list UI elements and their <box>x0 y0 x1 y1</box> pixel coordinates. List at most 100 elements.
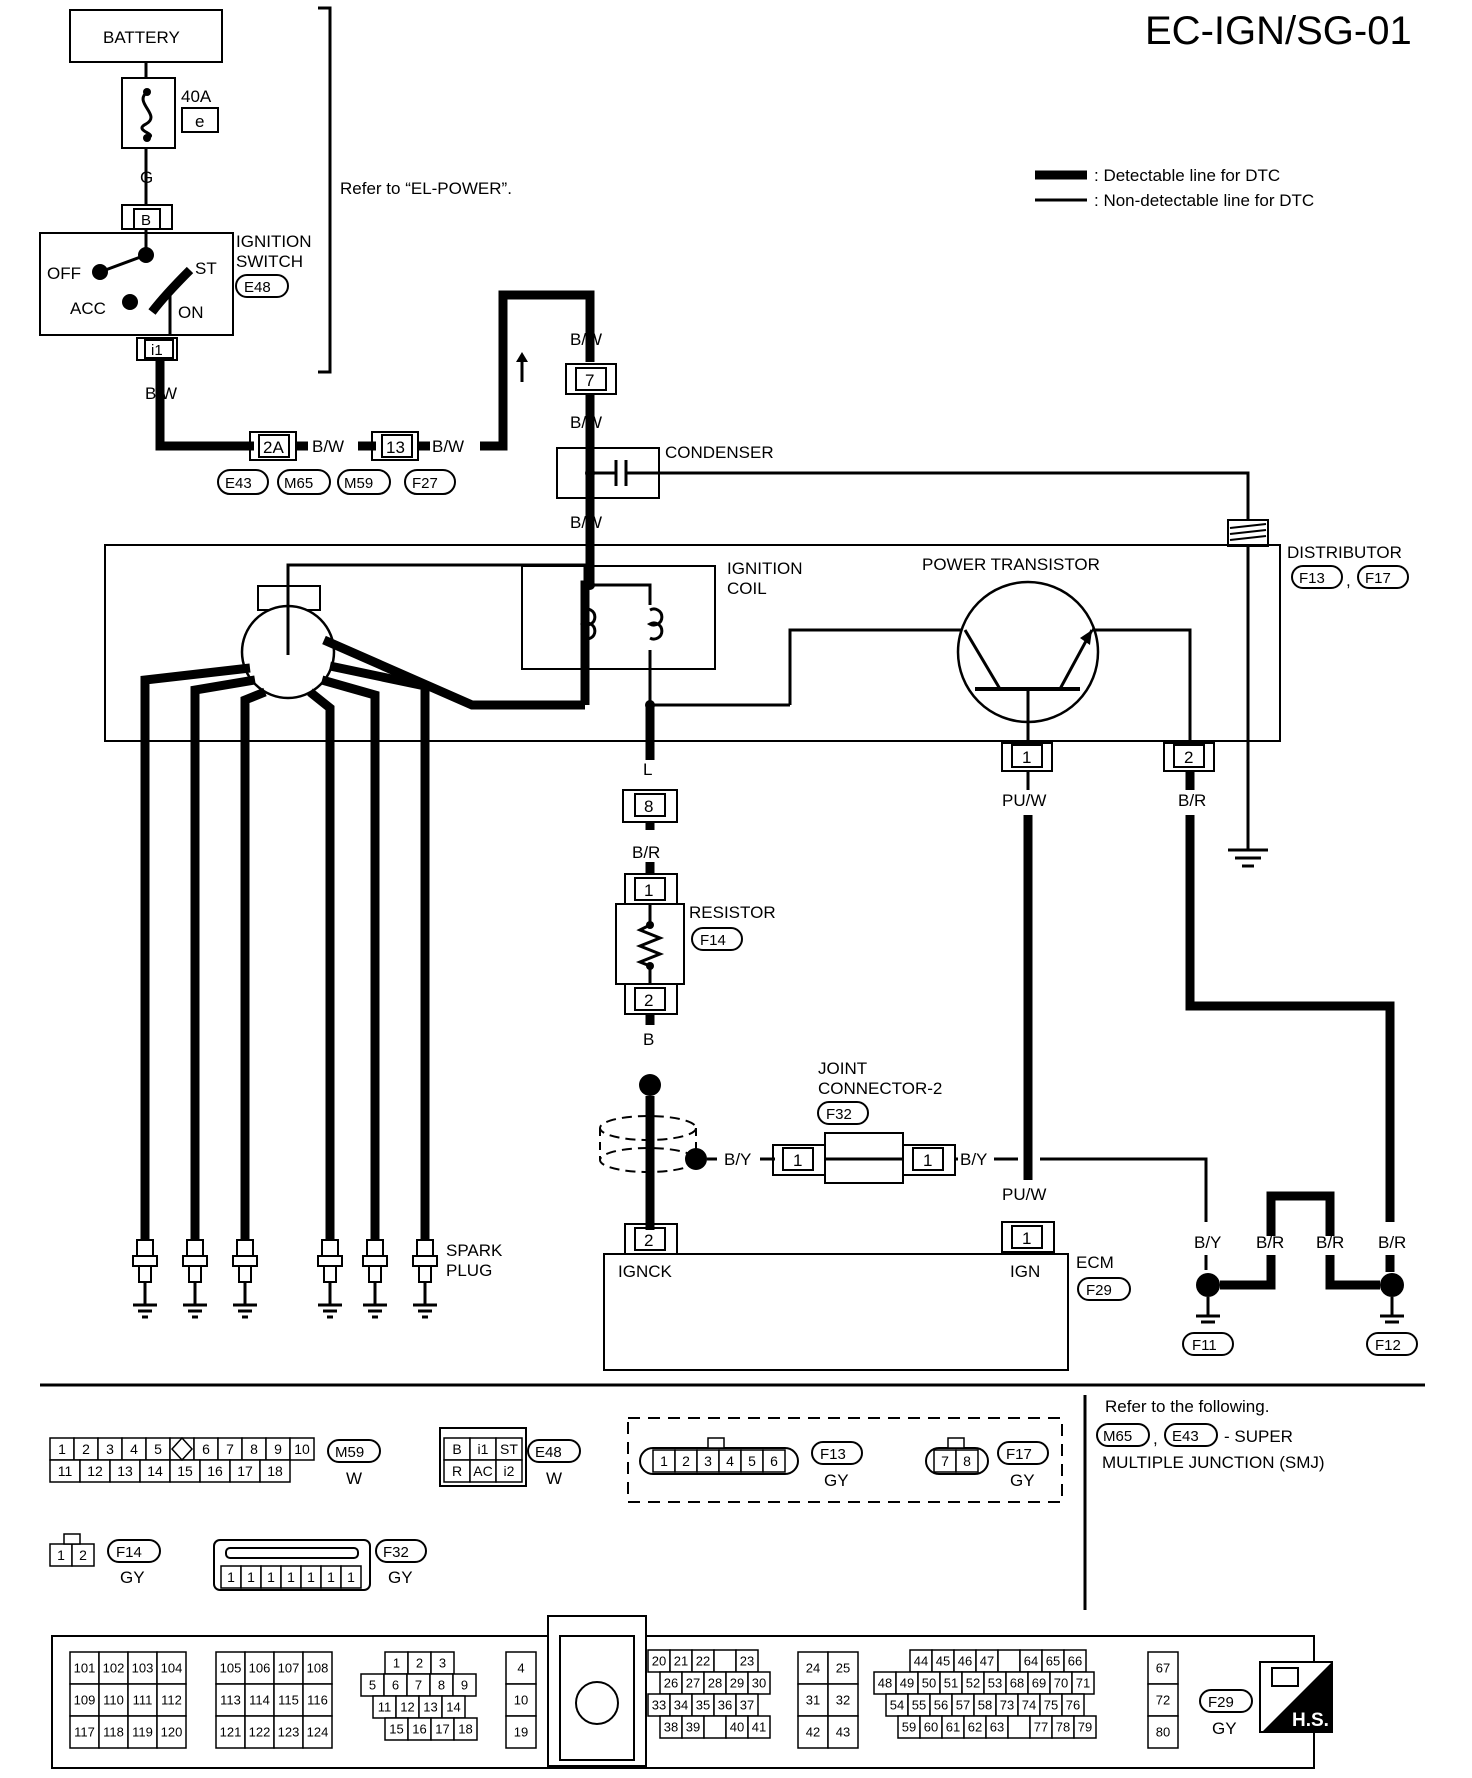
pin-label: 121 <box>220 1725 242 1740</box>
pin-label: 53 <box>988 1676 1002 1691</box>
ignition-switch: B OFF ACC ST ON i1 IGNITION SWITCH E48 <box>39 204 312 361</box>
pin-cell <box>156 1715 187 1749</box>
refer-el-power: Refer to “EL-POWER”. <box>340 179 512 198</box>
power-transistor: POWER TRANSISTOR 1 2 <box>922 555 1215 772</box>
pin-label: i1 <box>478 1441 489 1457</box>
pin-label: 59 <box>902 1720 916 1735</box>
resistor-connector: F14 <box>700 932 726 949</box>
pin-cell <box>1147 1683 1179 1717</box>
connector-2a: 2A <box>249 431 297 461</box>
pin-cell <box>259 1459 291 1483</box>
pin-cell <box>997 1649 1021 1673</box>
pin-label: 14 <box>147 1463 163 1479</box>
pin-label: 2 <box>82 1441 90 1457</box>
pin-label: 70 <box>1054 1676 1068 1691</box>
pin-label: 17 <box>435 1722 449 1737</box>
pin-label: 26 <box>664 1676 678 1691</box>
pin-label: 122 <box>249 1725 271 1740</box>
pin-label: 42 <box>806 1725 820 1740</box>
conn-id-m65: M65 <box>284 475 313 492</box>
pin-label: 1 <box>327 1569 335 1585</box>
pin-cell <box>453 1717 478 1741</box>
pin-cell <box>1073 1715 1097 1739</box>
e48-housing <box>439 1427 527 1487</box>
pin-cell <box>215 1651 246 1685</box>
pin-label: 107 <box>278 1661 300 1676</box>
pin-label: 25 <box>836 1661 850 1676</box>
ign-coil-label-1: IGNITION <box>727 559 803 578</box>
pin-label: 61 <box>946 1720 960 1735</box>
key-notch <box>170 1436 194 1462</box>
ground-f11: B/Y B/R F11 <box>1182 1233 1284 1356</box>
pin-label: 118 <box>103 1725 124 1740</box>
pin-label: 24 <box>806 1661 820 1676</box>
pin-label: 1 <box>227 1569 235 1585</box>
pin-cell <box>98 1715 129 1749</box>
ign-switch-on: ON <box>178 303 204 322</box>
pin-label: 1 <box>347 1569 355 1585</box>
wire-label-by-2: B/Y <box>960 1150 987 1169</box>
pin-label: 103 <box>132 1661 154 1676</box>
connector-7-label: 7 <box>585 371 594 390</box>
pin-cell <box>127 1651 158 1685</box>
connector-2a-label: 2A <box>263 438 284 457</box>
pin-label: 12 <box>400 1700 414 1715</box>
pin-label: 48 <box>878 1676 892 1691</box>
pin-label: AC <box>473 1463 492 1479</box>
joint-connector-pin-right: 1 <box>923 1151 932 1170</box>
wire-label-bw-4: B/W <box>570 330 602 349</box>
pin-label: 18 <box>458 1722 472 1737</box>
pin-label: 2 <box>682 1453 690 1469</box>
ground-f12-wire-br-1: B/R <box>1316 1233 1344 1252</box>
pin-label: 32 <box>836 1693 850 1708</box>
refer-following-line3: MULTIPLE JUNCTION (SMJ) <box>1102 1453 1325 1472</box>
spark-plug-label-2: PLUG <box>446 1261 492 1280</box>
pin-label: 73 <box>1000 1698 1014 1713</box>
fuse-id: e <box>195 112 204 131</box>
f17-key <box>947 1437 965 1449</box>
pin-label: 4 <box>726 1453 734 1469</box>
pin-label: 75 <box>1044 1698 1058 1713</box>
wire-label-g: G <box>140 168 153 187</box>
pin-label: 37 <box>740 1698 754 1713</box>
pin-cell <box>156 1683 187 1717</box>
pin-cell <box>127 1715 158 1749</box>
ecm-pin-ignck: 2 <box>644 1231 653 1250</box>
pin-label: 5 <box>748 1453 756 1469</box>
f32-housing <box>213 1539 371 1591</box>
distributor-sep: , <box>1346 571 1351 590</box>
pin-label: 41 <box>752 1720 766 1735</box>
pin-label: 123 <box>278 1725 300 1740</box>
pin-label: 109 <box>74 1693 96 1708</box>
wire-label-bw-3: B/W <box>432 437 464 456</box>
pin-label: 6 <box>770 1453 778 1469</box>
cv-e48-color: W <box>546 1469 562 1488</box>
pin-label: 14 <box>446 1700 460 1715</box>
pin-cell <box>703 1715 727 1739</box>
f32-slot <box>225 1547 359 1559</box>
wire-label-bw-6: B/W <box>570 513 602 532</box>
ign-switch-label-1: IGNITION <box>236 232 312 251</box>
pin-label: 4 <box>130 1441 138 1457</box>
pin-label: 3 <box>704 1453 712 1469</box>
pin-label: 17 <box>237 1463 253 1479</box>
pin-label: 67 <box>1156 1661 1170 1676</box>
refer-following-suffix: - SUPER <box>1224 1427 1293 1446</box>
pin-label: 9 <box>461 1678 468 1693</box>
joint-connector-label-1: JOINT <box>818 1059 867 1078</box>
pin-cell <box>797 1683 829 1717</box>
hs-badge: H.S. <box>1259 1661 1333 1733</box>
pin-label: 44 <box>914 1654 928 1669</box>
pin-label: 60 <box>924 1720 938 1735</box>
pin-label: 11 <box>58 1463 73 1479</box>
ecm-terminal-ign: IGN <box>1010 1262 1040 1281</box>
pin-label: 38 <box>664 1720 678 1735</box>
pin-label: 7 <box>941 1453 949 1469</box>
condenser: CONDENSER <box>556 443 774 499</box>
pin-label: 106 <box>249 1661 271 1676</box>
resistor-pin2: 2 <box>644 991 653 1010</box>
cv-f29-id: F29 <box>1208 1694 1234 1711</box>
ign-switch-pin-top: B <box>141 212 151 229</box>
